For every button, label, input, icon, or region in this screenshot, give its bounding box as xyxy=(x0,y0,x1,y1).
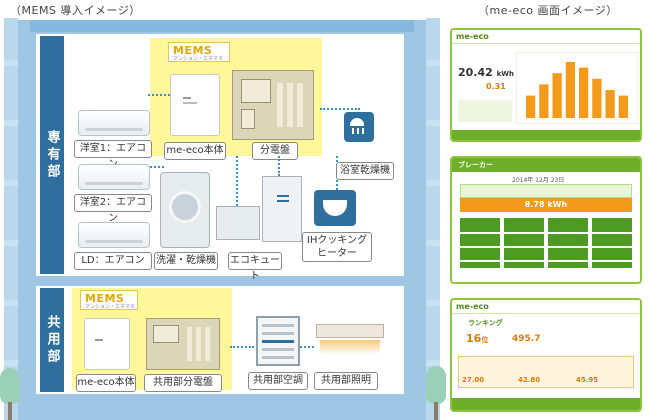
screen3-yen-value: 495.7 xyxy=(512,334,541,344)
screen2-date: 2014年 12月 23日 xyxy=(512,177,565,184)
distribution-board-device xyxy=(232,70,314,140)
screen1-sub-value: 0.31 xyxy=(486,82,506,91)
screen3-value-3: 45.95 xyxy=(576,376,599,384)
common-lighting-device xyxy=(316,324,384,338)
usage-bar xyxy=(565,62,575,118)
common-meeco-unit-device xyxy=(84,318,130,370)
screen3-value-2: 42.80 xyxy=(518,376,541,384)
building-roof xyxy=(30,20,414,32)
screen3-value-1: 27.00 xyxy=(462,376,485,384)
common-distribution-board-device xyxy=(146,318,220,370)
private-section-label: 専有部 xyxy=(40,36,64,274)
screen-ranking-thumbnail: me-eco ランキング 16位 495.7 27.00 42.80 45.95 xyxy=(450,298,642,412)
screen2-breaker-grid xyxy=(460,218,632,268)
washer-dryer-device xyxy=(160,172,210,248)
screen1-logo: me-eco xyxy=(452,30,640,44)
screen3-logo: me-eco xyxy=(452,300,640,314)
usage-bar xyxy=(592,78,602,118)
screen3-rank: 16位 xyxy=(466,332,489,345)
left-caption: （MEMS 導入イメージ） xyxy=(10,4,141,17)
right-caption: （me-eco 画面イメージ） xyxy=(478,4,618,17)
ecocute-outdoor-unit xyxy=(216,206,260,240)
aircon-room2-label: 洋室2：エアコン xyxy=(74,194,152,224)
common-lighting-glow xyxy=(320,340,380,354)
usage-bar xyxy=(526,95,536,118)
screen1-usage-chart xyxy=(516,52,638,124)
common-lighting-label: 共用部照明 xyxy=(314,372,378,390)
mems-logo: MEMS マンション・エネマネ xyxy=(168,42,230,62)
common-section-label: 共用部 xyxy=(40,288,64,392)
building-right-wall xyxy=(426,18,440,420)
screen-breaker-thumbnail: ブレーカー 2014年 12月 23日 8.78 kWh xyxy=(450,156,642,284)
common-aircon-label: 共用部空調 xyxy=(248,372,308,390)
aircon-ld-label: LD：エアコン xyxy=(74,252,152,270)
screen2-title: ブレーカー xyxy=(458,161,493,169)
common-meeco-unit-label: me-eco本体 xyxy=(76,374,136,392)
ih-heater-label: IHクッキングヒーター xyxy=(302,232,372,262)
ih-heater-icon xyxy=(314,190,356,226)
usage-bar xyxy=(539,84,549,118)
ecocute-label: エコキュート xyxy=(228,252,282,282)
aircon-room1-label: 洋室1：エアコン xyxy=(74,140,152,170)
usage-bar xyxy=(605,90,615,118)
aircon-room2 xyxy=(78,164,150,190)
tree-right xyxy=(426,366,446,404)
screen2-total: 8.78 kWh xyxy=(460,198,632,212)
washer-dryer-label: 洗濯・乾燥機 xyxy=(154,252,218,270)
bath-dryer-label: 浴室乾燥機 xyxy=(336,162,394,180)
usage-bar xyxy=(552,73,562,118)
ecocute-tank xyxy=(262,176,302,242)
building-left-wall xyxy=(4,18,18,420)
mems-logo-common: MEMS マンション・エネマネ xyxy=(80,290,138,310)
bath-dryer-icon xyxy=(344,112,374,142)
screen1-value: 20.42 kWh xyxy=(458,66,515,79)
common-distribution-board-label: 共用部分電盤 xyxy=(144,374,222,392)
distribution-board-label: 分電盤 xyxy=(252,142,298,160)
tree-left xyxy=(0,368,20,404)
usage-bar xyxy=(579,67,589,118)
meeco-unit-device xyxy=(170,74,220,136)
common-aircon-device xyxy=(256,316,300,366)
screen3-title: ランキング xyxy=(468,319,503,327)
meeco-unit-label: me-eco本体 xyxy=(164,142,226,160)
aircon-ld xyxy=(78,222,150,248)
usage-bar xyxy=(618,95,628,118)
screen-usage-thumbnail: me-eco 20.42 kWh 0.31 xyxy=(450,28,642,142)
aircon-room1 xyxy=(78,110,150,136)
